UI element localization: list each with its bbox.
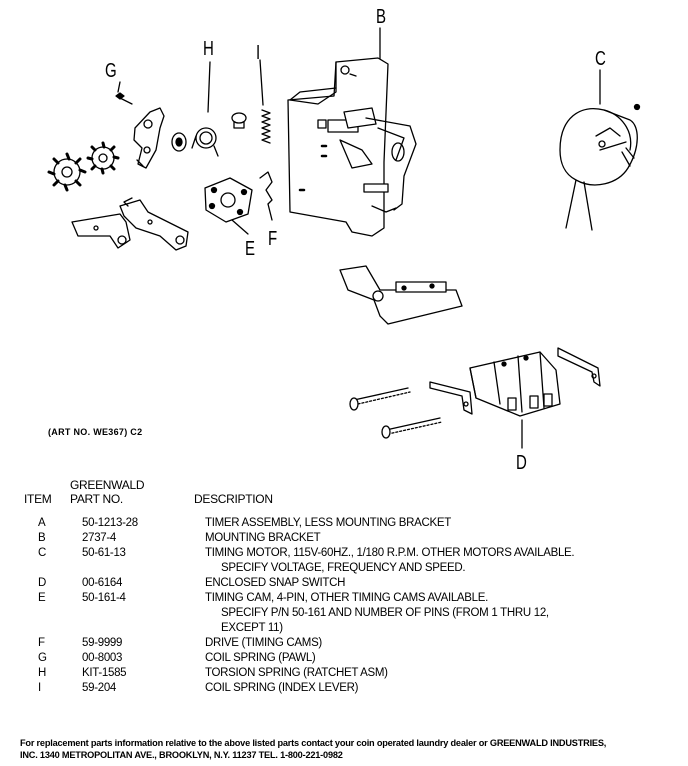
washer-part [171,132,187,152]
item-letter: G [38,652,47,664]
item-letter: A [38,517,46,529]
part-number: 50-1213-28 [82,517,138,529]
part-description: DRIVE (TIMING CAMS) [205,636,675,651]
table-row: E 50-161-4 TIMING CAM, 4-PIN, OTHER TIMING… [22,591,675,636]
header-part-line1: GREENWALD [70,478,145,492]
ratchet-gear-large-part [47,152,87,192]
table-row: A 50-1213-28 TIMER ASSEMBLY, LESS MOUNTING… [22,516,675,531]
drive-timing-cams-part [259,171,273,221]
table-row: C 50-61-13 TIMING MOTOR, 115V-60HZ., 1/180… [22,546,675,576]
table-row: H KIT-1585 TORSION SPRING (RATCHET ASM) [22,666,675,681]
table-row: I 59-204 COIL SPRING (INDEX LEVER) [22,681,675,696]
callout-h: H [203,38,214,60]
actuator-arm-part [339,265,463,325]
callout-e: E [245,238,256,260]
mounting-bracket-part [287,27,417,237]
description-line: TIMING CAM, 4-PIN, OTHER TIMING CAMS AVA… [205,592,489,604]
switch-bracket-right-part [557,347,601,387]
timing-motor-part [559,69,641,231]
description-line: COIL SPRING (PAWL) [205,652,316,664]
lever-arms-part [71,197,189,251]
item-letter: B [38,532,46,544]
callout-d: D [516,452,527,474]
item-letter: I [38,682,41,694]
parts-table: A 50-1213-28 TIMER ASSEMBLY, LESS MOUNTING… [22,516,675,696]
footer-line2: INC. 1340 METROPOLITAN AVE., BROOKLYN, N… [20,750,343,760]
item-letter: E [38,592,46,604]
part-number: 59-9999 [82,637,123,649]
callout-i: I [256,42,261,64]
header-description: DESCRIPTION [194,492,273,506]
part-number: 00-8003 [82,652,123,664]
item-letter: F [38,637,45,649]
description-line: COIL SPRING (INDEX LEVER) [205,682,359,694]
footer-line1: For replacement parts information relati… [20,738,607,748]
item-letter: C [38,547,47,559]
part-description: ENCLOSED SNAP SWITCH [205,576,675,591]
description-line: SPECIFY VOLTAGE, FREQUENCY AND SPEED. [221,562,466,574]
mounting-screws-part [349,387,443,439]
part-description: TORSION SPRING (RATCHET ASM) [205,666,675,681]
description-line: DRIVE (TIMING CAMS) [205,637,322,649]
coil-spring-index-lever-part [259,59,271,144]
torsion-spring-part [191,61,219,157]
description-line: ENCLOSED SNAP SWITCH [205,577,346,589]
part-description: COIL SPRING (PAWL) [205,651,675,666]
footer-note: For replacement parts information relati… [20,737,688,761]
exploded-parts-diagram [47,27,641,449]
table-row: F 59-9999 DRIVE (TIMING CAMS) [22,636,675,651]
description-line: TORSION SPRING (RATCHET ASM) [205,667,388,679]
callout-f: F [268,228,278,250]
enclosed-snap-switch-part [469,351,561,449]
switch-bracket-left-part [429,381,473,415]
part-description: MOUNTING BRACKET [205,531,675,546]
callout-c: C [595,48,606,70]
parts-table-body: A 50-1213-28 TIMER ASSEMBLY, LESS MOUNTING… [22,516,675,696]
description-line: TIMING MOTOR, 115V-60HZ., 1/180 R.P.M. O… [205,547,575,559]
table-row: G 00-8003 COIL SPRING (PAWL) [22,651,675,666]
header-part-line2: PART NO. [70,492,123,506]
table-row: B 2737-4 MOUNTING BRACKET [22,531,675,546]
part-description: TIMING CAM, 4-PIN, OTHER TIMING CAMS AVA… [205,591,675,636]
description-line: EXCEPT 11) [221,622,283,634]
coil-spring-pawl-part [115,81,133,105]
part-number: 2737-4 [82,532,117,544]
part-description: TIMING MOTOR, 115V-60HZ., 1/180 R.P.M. O… [205,546,675,576]
pawl-lever-part [133,107,165,169]
timing-cam-part [204,177,253,235]
part-number: 50-161-4 [82,592,126,604]
callout-b: B [376,6,387,28]
table-row: D 00-6164 ENCLOSED SNAP SWITCH [22,576,675,591]
header-item: ITEM [24,492,52,506]
item-letter: D [38,577,47,589]
description-line: SPECIFY P/N 50-161 AND NUMBER OF PINS (F… [221,607,549,619]
description-line: TIMER ASSEMBLY, LESS MOUNTING BRACKET [205,517,452,529]
ratchet-gear-small-part [86,141,120,175]
screw-part [231,112,247,129]
part-description: COIL SPRING (INDEX LEVER) [205,681,675,696]
part-number: KIT-1585 [82,667,127,679]
part-number: 50-61-13 [82,547,126,559]
art-number: (ART NO. WE367) C2 [48,427,143,437]
callout-g: G [105,60,117,82]
part-number: 00-6164 [82,577,123,589]
part-description: TIMER ASSEMBLY, LESS MOUNTING BRACKET [205,516,675,531]
item-letter: H [38,667,47,679]
description-line: MOUNTING BRACKET [205,532,321,544]
part-number: 59-204 [82,682,117,694]
